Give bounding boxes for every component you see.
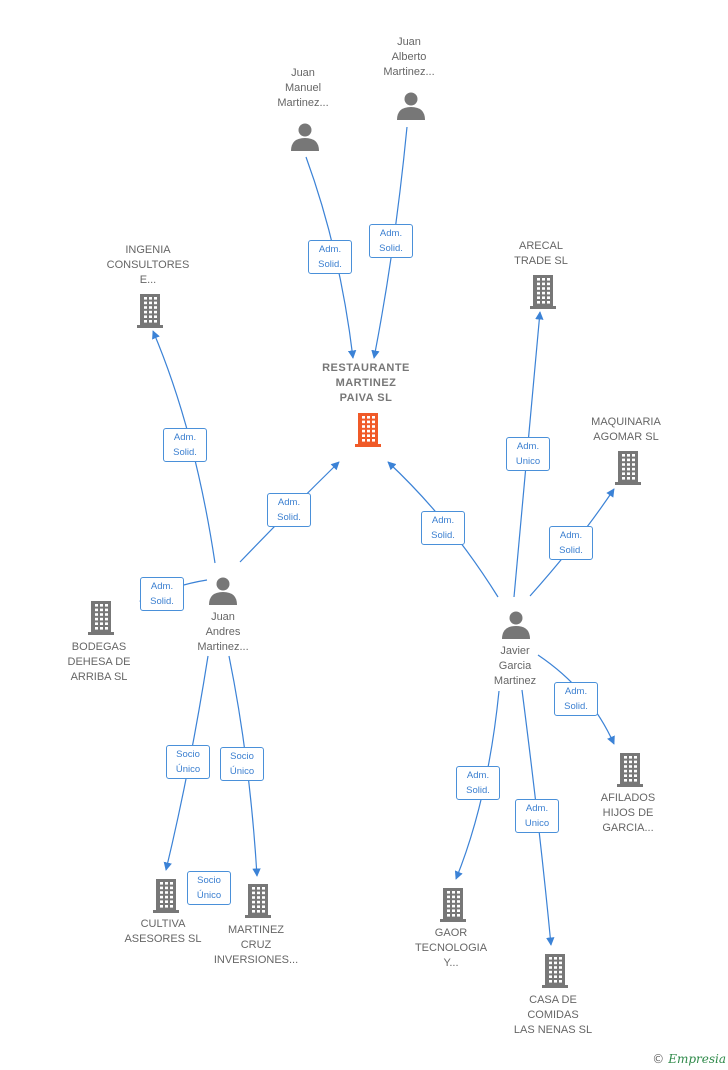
node-label-javier[interactable]: Javier Garcia Martinez — [493, 644, 537, 687]
edge-label-e10[interactable]: Socio Único — [166, 745, 210, 779]
javier-person-icon[interactable] — [502, 611, 530, 640]
cultiva-building-icon[interactable] — [153, 879, 179, 913]
edge-label-e9[interactable]: Adm. Solid. — [554, 682, 598, 716]
node-label-juan-alberto[interactable]: Juan Alberto Martinez... — [383, 35, 435, 78]
node-label-juan-manuel[interactable]: Juan Manuel Martinez... — [277, 66, 329, 109]
edge-label-e2[interactable]: Adm. Solid. — [369, 224, 413, 258]
edge-label-e1[interactable]: Adm. Solid. — [308, 240, 352, 274]
copyright-icon: © — [652, 1052, 665, 1066]
gaor-building-icon[interactable] — [440, 888, 466, 922]
martinez-cruz-building-icon[interactable] — [245, 884, 271, 918]
node-label-martinez-cruz[interactable]: MARTINEZ CRUZ INVERSIONES... — [213, 923, 299, 966]
restaurante-building-icon[interactable] — [355, 413, 381, 447]
node-label-arecal[interactable]: ARECAL TRADE SL — [514, 240, 568, 267]
juan-andres-person-icon[interactable] — [209, 577, 237, 606]
node-label-casa[interactable]: CASA DE COMIDAS LAS NENAS SL — [513, 993, 593, 1036]
node-label-maquinaria[interactable]: MAQUINARIA AGOMAR SL — [591, 416, 661, 443]
edge-label-e12[interactable]: Adm. Solid. — [456, 766, 500, 800]
bodegas-building-icon[interactable] — [88, 601, 114, 635]
node-label-ingenia[interactable]: INGENIA CONSULTORES E... — [106, 243, 190, 286]
edge-label-e8[interactable]: Adm. Solid. — [140, 577, 184, 611]
arecal-building-icon[interactable] — [530, 275, 556, 309]
maquinaria-building-icon[interactable] — [615, 451, 641, 485]
brand-name: Empresia — [668, 1052, 726, 1066]
node-label-cultiva[interactable]: CULTIVA ASESORES SL — [124, 918, 202, 945]
node-label-gaor[interactable]: GAOR TECNOLOGIA Y... — [414, 926, 488, 969]
casa-building-icon[interactable] — [542, 954, 568, 988]
edge-label-e11[interactable]: Socio Único — [220, 747, 264, 781]
ingenia-building-icon[interactable] — [137, 294, 163, 328]
node-label-restaurante[interactable]: RESTAURANTE MARTINEZ PAIVA SL — [322, 361, 410, 404]
edge-label-e3[interactable]: Adm. Solid. — [163, 428, 207, 462]
edge-label-e6[interactable]: Adm. Unico — [506, 437, 550, 471]
edge-label-e13[interactable]: Adm. Unico — [515, 799, 559, 833]
brand-logo: ©Empresia — [652, 1052, 726, 1066]
node-label-juan-andres[interactable]: Juan Andres Martinez... — [197, 610, 249, 653]
node-label-bodegas[interactable]: BODEGAS DEHESA DE ARRIBA SL — [67, 640, 131, 683]
edge-label-e5[interactable]: Adm. Solid. — [421, 511, 465, 545]
juan-alberto-person-icon[interactable] — [397, 92, 425, 121]
juan-manuel-person-icon[interactable] — [291, 123, 319, 152]
edge-label-e7[interactable]: Adm. Solid. — [549, 526, 593, 560]
edge-label-e4[interactable]: Adm. Solid. — [267, 493, 311, 527]
edge-label-extra[interactable]: Socio Único — [187, 871, 231, 905]
afilados-building-icon[interactable] — [617, 753, 643, 787]
node-label-afilados[interactable]: AFILADOS HIJOS DE GARCIA... — [600, 791, 656, 834]
